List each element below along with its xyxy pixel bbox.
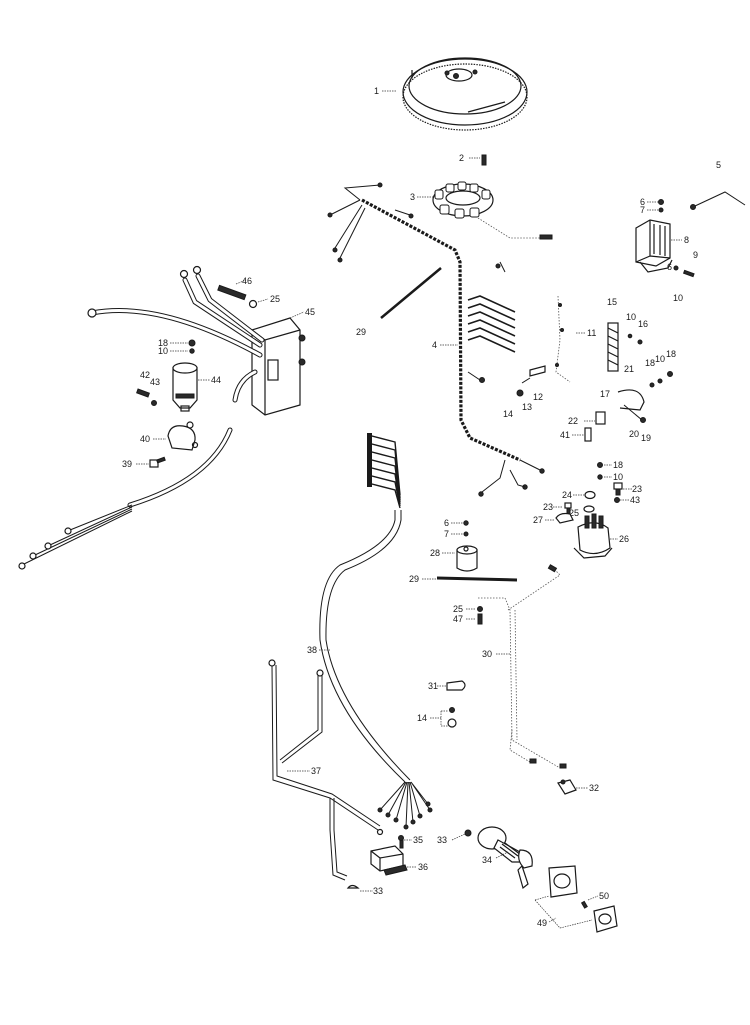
callout-3: 3	[410, 192, 415, 202]
callout-14a: 14	[503, 409, 513, 419]
power-pack	[251, 317, 306, 416]
rectifier	[635, 219, 673, 273]
callout-7: 7	[640, 205, 645, 215]
callout-18b: 18	[666, 349, 676, 359]
callout-35: 35	[413, 835, 423, 845]
flywheel	[402, 57, 528, 131]
callout-4: 4	[432, 340, 437, 350]
ground-lead	[690, 191, 746, 210]
callout-47: 47	[453, 614, 463, 624]
callout-34: 34	[482, 855, 492, 865]
switch-plate-inner	[593, 905, 618, 933]
callout-7b: 7	[444, 529, 449, 539]
callout-20: 20	[629, 429, 639, 439]
callout-43b: 43	[630, 495, 640, 505]
callout-19: 19	[641, 433, 651, 443]
stator-screw	[481, 154, 487, 166]
callout-10b: 10	[626, 312, 636, 322]
terminal-strip	[607, 322, 619, 372]
callout-16: 16	[638, 319, 648, 329]
callout-10c: 10	[655, 354, 665, 364]
callout-10e: 10	[613, 472, 623, 482]
callout-29a: 29	[356, 327, 366, 337]
terminal-assembly	[516, 295, 571, 397]
callout-29b: 29	[409, 574, 419, 584]
main-harness	[319, 433, 433, 830]
callout-12: 12	[533, 392, 543, 402]
ignition-switch	[477, 826, 533, 890]
callout-25b: 25	[569, 508, 579, 518]
callout-13: 13	[522, 402, 532, 412]
callout-18c: 18	[158, 338, 168, 348]
callout-17: 17	[600, 389, 610, 399]
callout-10d: 10	[158, 346, 168, 356]
relay	[370, 845, 408, 876]
lead-37	[268, 659, 384, 881]
stator	[432, 181, 553, 240]
callout-18a: 18	[645, 358, 655, 368]
capacitor	[456, 545, 478, 572]
callout-14b: 14	[417, 713, 427, 723]
callout-31: 31	[428, 681, 438, 691]
callout-45: 45	[305, 307, 315, 317]
callout-22: 22	[568, 416, 578, 426]
ignition-coil	[172, 362, 198, 412]
callout-1: 1	[374, 86, 379, 96]
callout-33b: 33	[373, 886, 383, 896]
bracket	[617, 389, 646, 423]
callout-25a: 25	[270, 294, 280, 304]
callout-2: 2	[459, 153, 464, 163]
callout-15: 15	[607, 297, 617, 307]
callout-21: 21	[624, 364, 634, 374]
battery-cable	[478, 564, 567, 769]
callout-6c: 6	[444, 518, 449, 528]
callout-26: 26	[619, 534, 629, 544]
callout-23b: 23	[543, 502, 553, 512]
callout-43a: 43	[150, 377, 160, 387]
switch-plate-outer	[548, 865, 578, 898]
callout-18d: 18	[613, 460, 623, 470]
callout-32: 32	[589, 783, 599, 793]
wiring-harness	[327, 182, 545, 497]
spark-plug-lead	[18, 427, 233, 570]
callout-23a: 23	[632, 484, 642, 494]
cable-tie-lower	[436, 576, 518, 582]
callout-46: 46	[242, 276, 252, 286]
callout-38: 38	[307, 645, 317, 655]
callout-42: 42	[140, 370, 150, 380]
callout-25c: 25	[453, 604, 463, 614]
callout-33a: 33	[437, 835, 447, 845]
callout-27: 27	[533, 515, 543, 525]
callout-30: 30	[482, 649, 492, 659]
coil-clamp	[167, 421, 199, 451]
starter-solenoid	[573, 513, 613, 559]
callout-24: 24	[562, 490, 572, 500]
callout-49: 49	[537, 918, 547, 928]
callout-40: 40	[140, 434, 150, 444]
callout-28: 28	[430, 548, 440, 558]
callout-6b: 6	[667, 262, 672, 272]
callout-50: 50	[599, 891, 609, 901]
callout-36: 36	[418, 862, 428, 872]
callout-10a: 10	[673, 293, 683, 303]
callout-44: 44	[211, 375, 221, 385]
callout-11: 11	[587, 328, 596, 338]
callout-37: 37	[311, 766, 321, 776]
callout-8: 8	[684, 235, 689, 245]
callout-39: 39	[122, 459, 132, 469]
callout-41: 41	[560, 430, 570, 440]
callout-6: 6	[640, 197, 645, 207]
power-pack-leads	[87, 265, 265, 403]
callout-9: 9	[693, 250, 698, 260]
callout-5: 5	[716, 160, 721, 170]
cable-tie-upper	[380, 267, 442, 319]
